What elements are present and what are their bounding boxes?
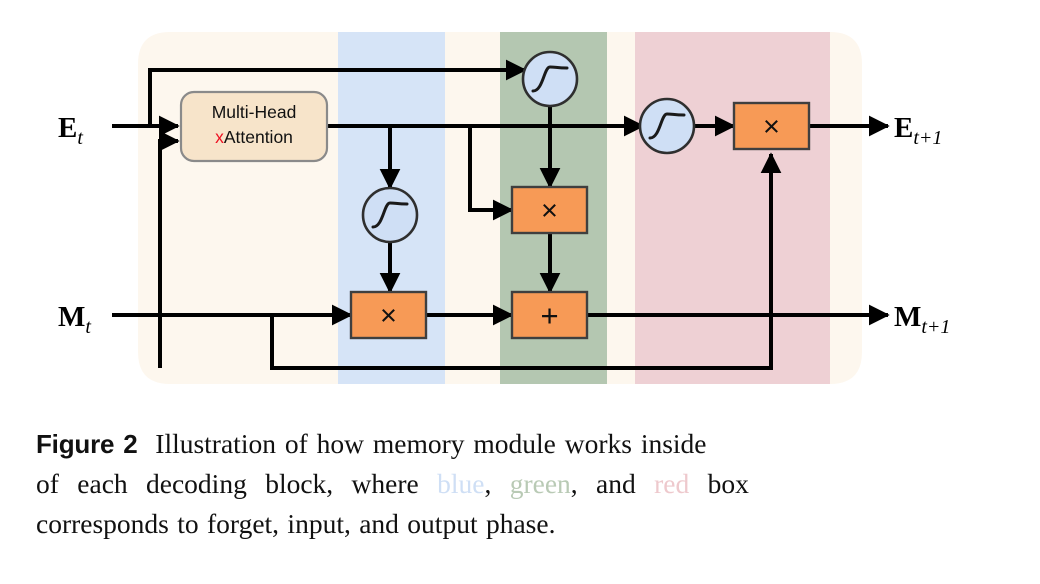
memory-module-diagram: Multi-Head xAttention × — [58, 32, 950, 384]
caption-word-red: red — [654, 468, 690, 499]
sigmoid-gate-output[interactable] — [638, 97, 696, 155]
edge-attention-to-mult-input — [468, 126, 514, 221]
caption-line-1-body: Illustration of how memory module works … — [155, 428, 707, 459]
multiply-forget-symbol: × — [380, 300, 397, 332]
sigmoid-gate-forget-circle — [361, 186, 419, 244]
add-memory-symbol: + — [540, 298, 558, 333]
diagram-canvas: Multi-Head xAttention × — [58, 32, 950, 384]
caption-text-line-1 — [138, 428, 156, 459]
attention-block-box — [179, 90, 329, 163]
multiply-input-symbol: × — [541, 195, 558, 227]
multiply-output-symbol: × — [763, 111, 780, 143]
multiply-forget-box — [349, 290, 428, 340]
sigmoid-gate-output-circle — [638, 97, 696, 155]
caption-line-2-c: , and — [570, 468, 655, 499]
multiply-input[interactable]: × — [510, 185, 589, 235]
caption-line-3: corresponds to forget, input, and output… — [36, 508, 556, 539]
figure-number-label: Figure 2 — [36, 429, 138, 459]
caption-line-2-a: of each decoding block, where — [36, 468, 438, 499]
sigmoid-curve-icon — [531, 65, 569, 93]
label-input-embedding: Et — [58, 112, 83, 149]
add-memory[interactable]: + — [510, 290, 589, 340]
label-input-memory: Mt — [58, 301, 91, 338]
attention-label-main: Attention — [224, 127, 293, 147]
sigmoid-curve-icon — [371, 201, 409, 229]
label-output-embedding: Et+1 — [894, 112, 942, 149]
multiply-forget[interactable]: × — [349, 290, 428, 340]
diagram-edges — [112, 59, 890, 370]
multiply-output-box — [732, 101, 811, 151]
edge-memory-feedback-bus — [270, 152, 782, 370]
attention-label-line1: Multi-Head — [212, 102, 297, 122]
io-labels: Et Mt Et+1 Mt+1 — [58, 112, 950, 338]
sigmoid-curve-icon — [648, 112, 686, 140]
caption-word-green: green — [509, 468, 571, 499]
label-output-memory: Mt+1 — [894, 301, 950, 338]
edge-et-skip-up — [148, 59, 527, 126]
attention-label-prefix: x — [215, 127, 224, 147]
caption-line-2-d: box — [689, 468, 749, 499]
edge-memory-to-attention — [158, 130, 180, 368]
multi-head-attention-block[interactable]: Multi-Head xAttention — [179, 90, 329, 163]
figure-caption: Figure 2 Illustration of how memory modu… — [36, 424, 1004, 544]
add-memory-box — [510, 290, 589, 340]
output-phase-band — [635, 32, 830, 384]
attention-label-line2: xAttention — [215, 127, 293, 147]
sigmoid-gate-forget[interactable] — [361, 186, 419, 244]
multiply-output[interactable]: × — [732, 101, 811, 151]
sigmoid-gate-input[interactable] — [521, 50, 579, 108]
sigmoid-gate-input-circle — [521, 50, 579, 108]
caption-word-blue: blue — [437, 468, 485, 499]
caption-line-2-b: , — [484, 468, 510, 499]
multiply-input-box — [510, 185, 589, 235]
